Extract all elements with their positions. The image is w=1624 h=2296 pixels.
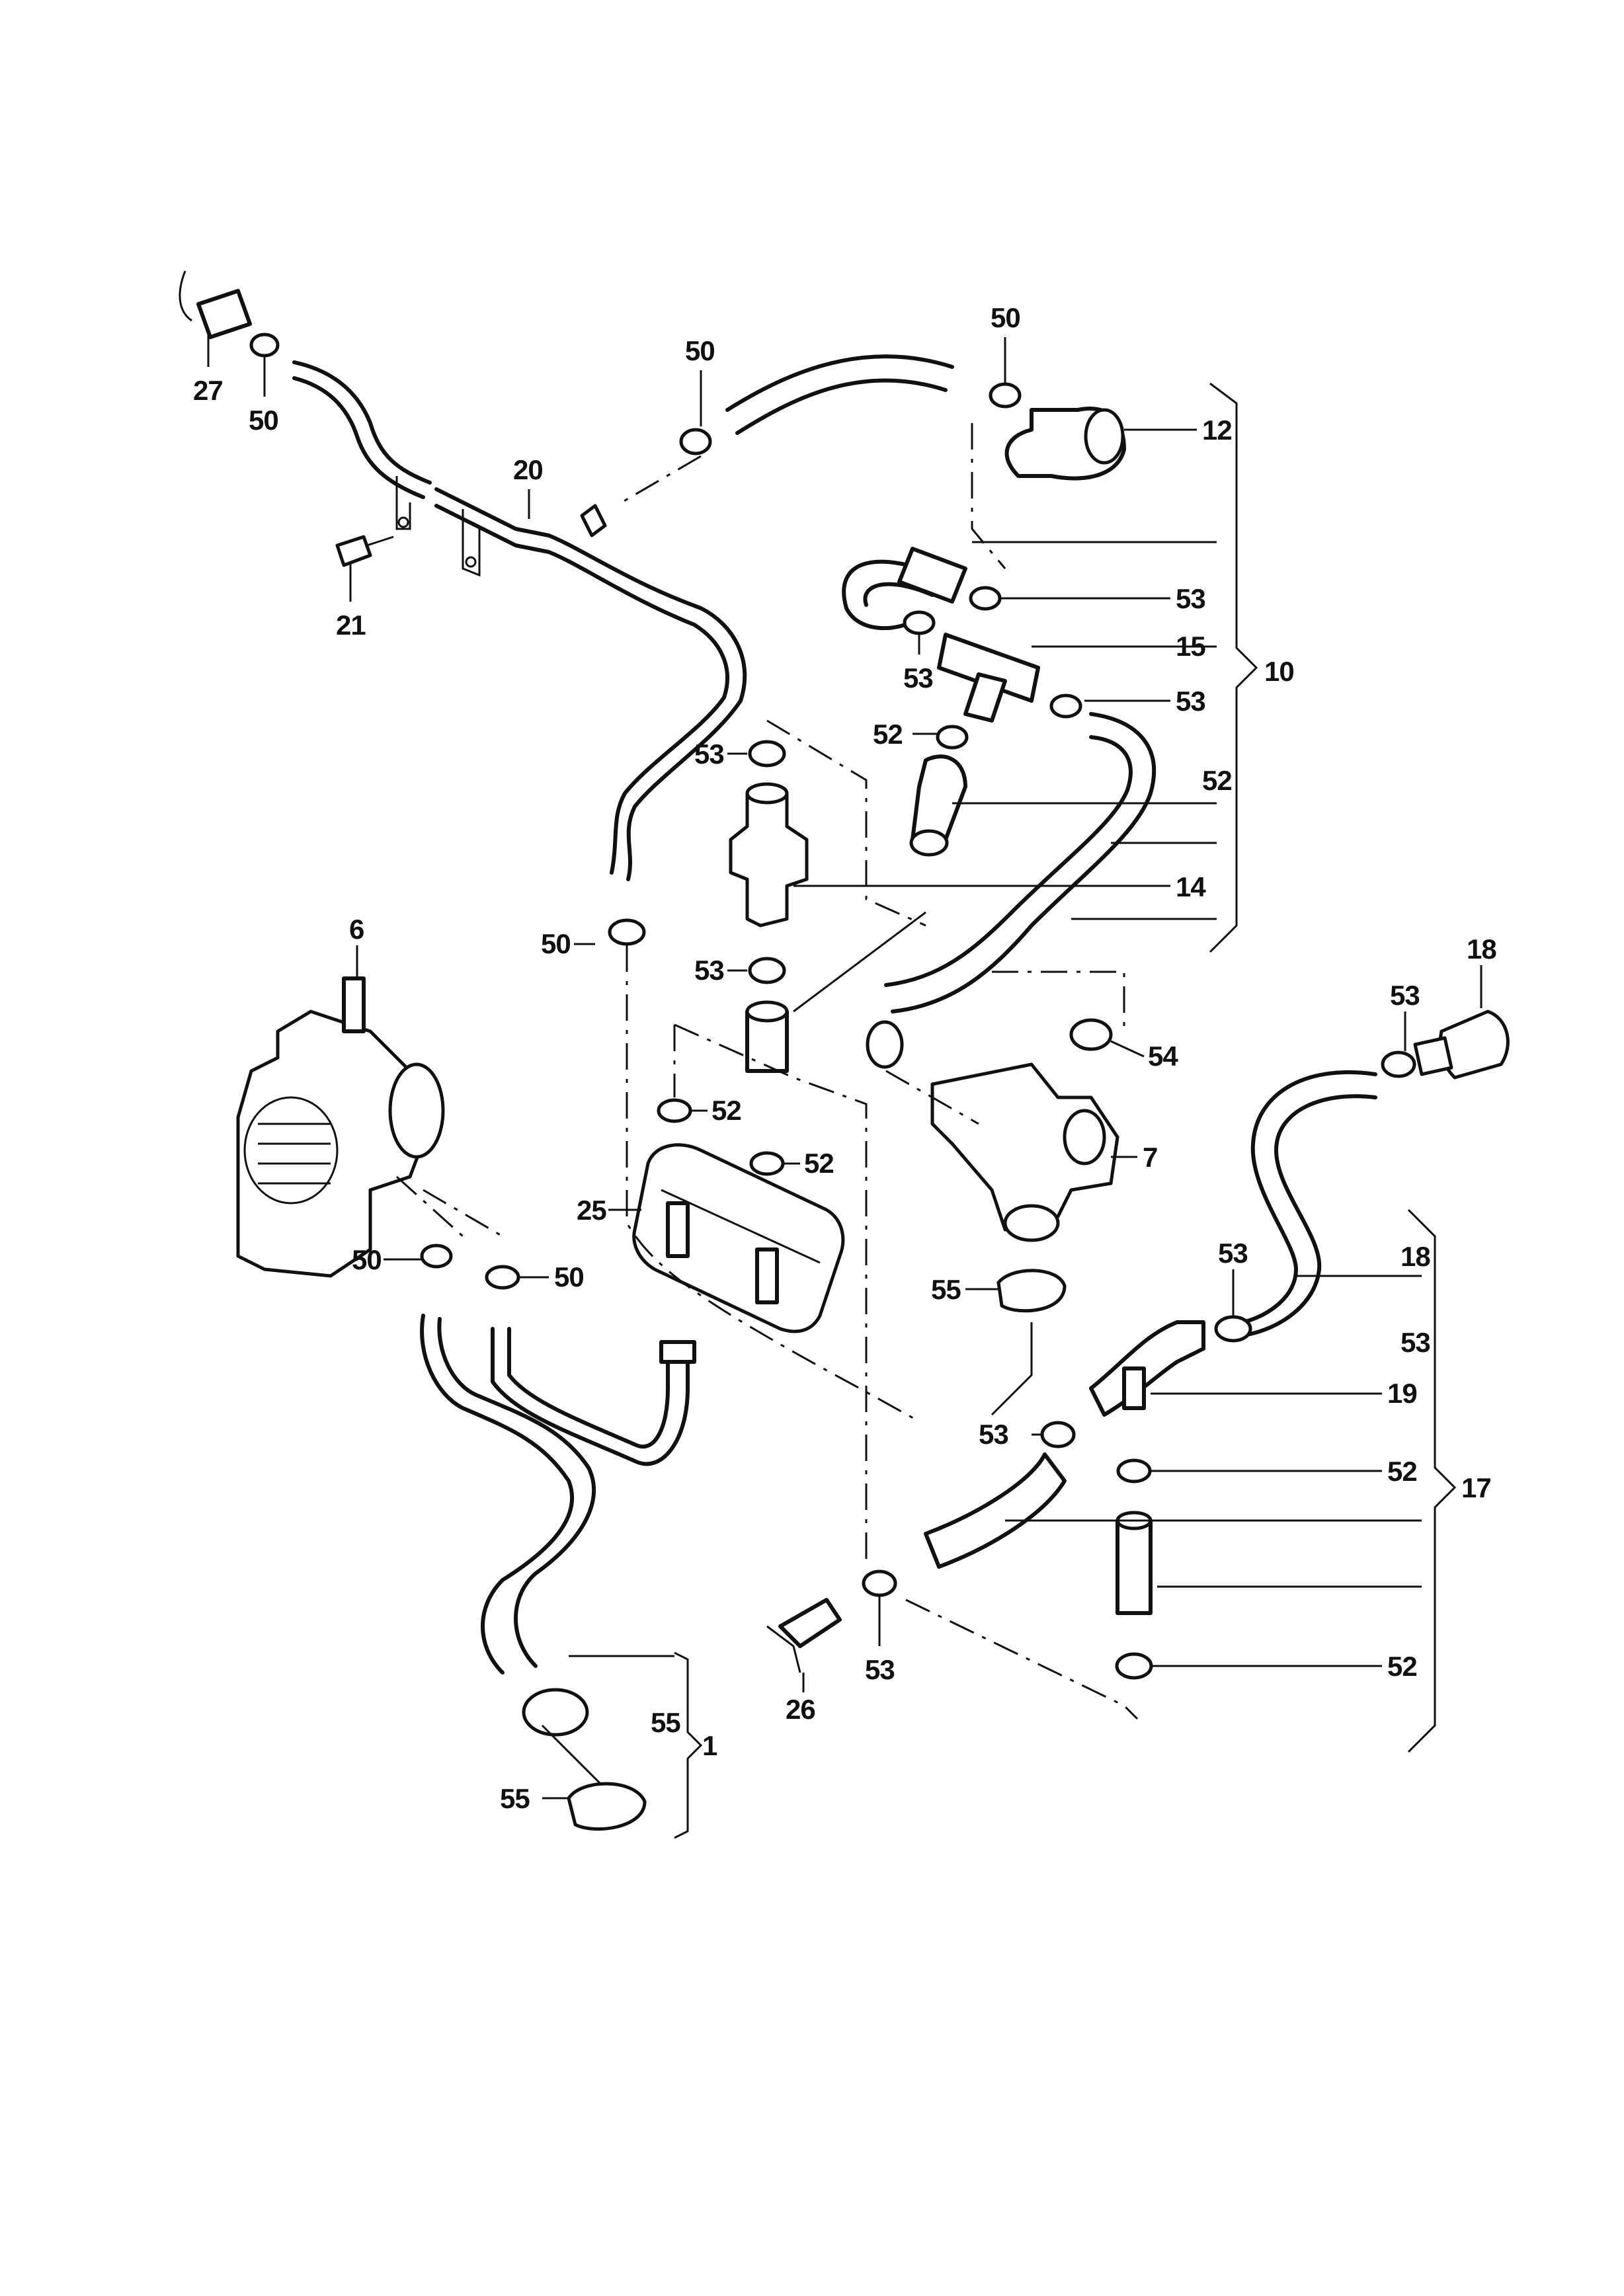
clamp-54 — [1069, 1018, 1113, 1051]
callout-55: 55 — [500, 1783, 530, 1814]
throttle-body-6[interactable] — [236, 976, 445, 1278]
long-return-hose[interactable] — [866, 712, 1157, 1069]
hose-short-valve[interactable] — [745, 1000, 789, 1073]
callout-53: 53 — [1401, 1327, 1430, 1358]
callout-labels: 27 50 50 20 21 50 12 53 15 53 53 10 52 5… — [193, 302, 1497, 1814]
clamp-50-throttle-right — [485, 1265, 520, 1290]
callout-53: 53 — [1218, 1238, 1248, 1269]
clamp-50-pipe-end — [679, 428, 712, 455]
callout-50: 50 — [249, 405, 278, 436]
callout-10: 10 — [1264, 656, 1294, 687]
clamp-53-valve-top — [748, 740, 786, 768]
clamp-53-tee-19 — [1040, 1421, 1076, 1448]
callout-21: 21 — [336, 610, 366, 641]
callout-52: 52 — [1387, 1651, 1417, 1682]
callout-17: 17 — [1461, 1472, 1491, 1503]
tee-connector-15[interactable] — [937, 633, 1040, 723]
callout-26: 26 — [786, 1694, 815, 1725]
clamp-55-hose-end — [567, 1782, 647, 1831]
loop-hose[interactable] — [842, 547, 967, 631]
clamp-52-cooler-left — [657, 1098, 692, 1123]
callout-52: 52 — [804, 1148, 834, 1179]
bracket-10 — [1209, 382, 1258, 953]
callout-53: 53 — [1390, 980, 1420, 1011]
callout-52: 52 — [873, 719, 903, 750]
assembly-centerlines — [395, 423, 1139, 1720]
callout-52: 52 — [711, 1095, 741, 1126]
callout-55: 55 — [651, 1707, 680, 1738]
hose-27-stub — [179, 270, 252, 339]
clamp-52-tee-bottom — [936, 725, 969, 750]
valve-14[interactable] — [729, 782, 809, 928]
clamp-53-hose-18 — [1214, 1315, 1252, 1343]
callout-18: 18 — [1467, 933, 1496, 965]
clamp-53-valve-bottom — [748, 957, 786, 984]
callout-50: 50 — [554, 1261, 584, 1292]
clamp-53-tee-right — [1049, 693, 1082, 719]
clamp-53-loop-left — [903, 610, 936, 635]
callout-15: 15 — [1176, 631, 1205, 662]
thermostat-housing-7[interactable] — [930, 1062, 1119, 1242]
callout-7: 7 — [1143, 1142, 1157, 1173]
callout-53: 53 — [694, 738, 724, 770]
coolant-hose-1[interactable] — [420, 1314, 696, 1737]
callout-53: 53 — [1176, 583, 1205, 614]
clamp-53-loop-right — [969, 586, 1002, 611]
pipe-26[interactable] — [766, 1598, 842, 1673]
connector-18[interactable] — [1413, 1009, 1510, 1080]
callout-53: 53 — [903, 662, 933, 693]
callout-27: 27 — [193, 375, 223, 406]
bracket-17 — [1407, 1208, 1457, 1753]
callout-19: 19 — [1387, 1378, 1417, 1409]
clamp-53-connector — [1381, 1050, 1416, 1078]
clamp-50-top-right — [989, 382, 1022, 409]
elbow-hose-12[interactable] — [1004, 407, 1126, 481]
clamp-50-top-left — [249, 333, 280, 358]
callout-52: 52 — [1387, 1456, 1417, 1487]
clamp-52-tee-19 — [1116, 1458, 1152, 1484]
callout-20: 20 — [513, 454, 543, 485]
hose-52-short[interactable] — [909, 754, 967, 857]
oil-cooler-25[interactable] — [632, 1143, 845, 1333]
callout-12: 12 — [1202, 415, 1232, 446]
bracket-1 — [674, 1651, 703, 1839]
clamp-55-thermostat — [996, 1269, 1067, 1313]
clamp-50-pipe-bottom — [608, 918, 646, 946]
bolt-21 — [335, 535, 394, 567]
callout-52: 52 — [1202, 765, 1232, 796]
callout-55: 55 — [931, 1274, 961, 1305]
leader-lines — [207, 331, 1482, 1800]
callout-50: 50 — [685, 335, 715, 366]
callout-25: 25 — [577, 1195, 606, 1226]
callout-14: 14 — [1176, 871, 1206, 902]
clamp-52-cooler-right — [749, 1151, 785, 1176]
clamp-53-pipe-26 — [862, 1569, 897, 1597]
hose-53-lower[interactable] — [924, 1452, 1067, 1569]
clamp-50-throttle-left — [420, 1244, 453, 1269]
callout-1: 1 — [702, 1730, 717, 1761]
tee-19[interactable] — [1089, 1320, 1205, 1417]
hose-upper-bridge[interactable] — [725, 354, 954, 435]
callout-18: 18 — [1401, 1241, 1430, 1272]
callout-53: 53 — [694, 955, 724, 986]
hose-18[interactable] — [1241, 1070, 1377, 1337]
callout-6: 6 — [349, 914, 364, 945]
clamp-52-lower — [1115, 1652, 1153, 1680]
callout-54: 54 — [1148, 1041, 1178, 1072]
callout-53: 53 — [865, 1654, 895, 1685]
hose-section-52[interactable] — [1116, 1511, 1153, 1615]
callout-50: 50 — [991, 302, 1020, 333]
callout-53: 53 — [979, 1419, 1008, 1450]
callout-53: 53 — [1176, 686, 1205, 717]
callout-50: 50 — [352, 1244, 382, 1275]
callout-50: 50 — [541, 928, 571, 959]
coolant-pipe-20[interactable] — [292, 360, 747, 881]
